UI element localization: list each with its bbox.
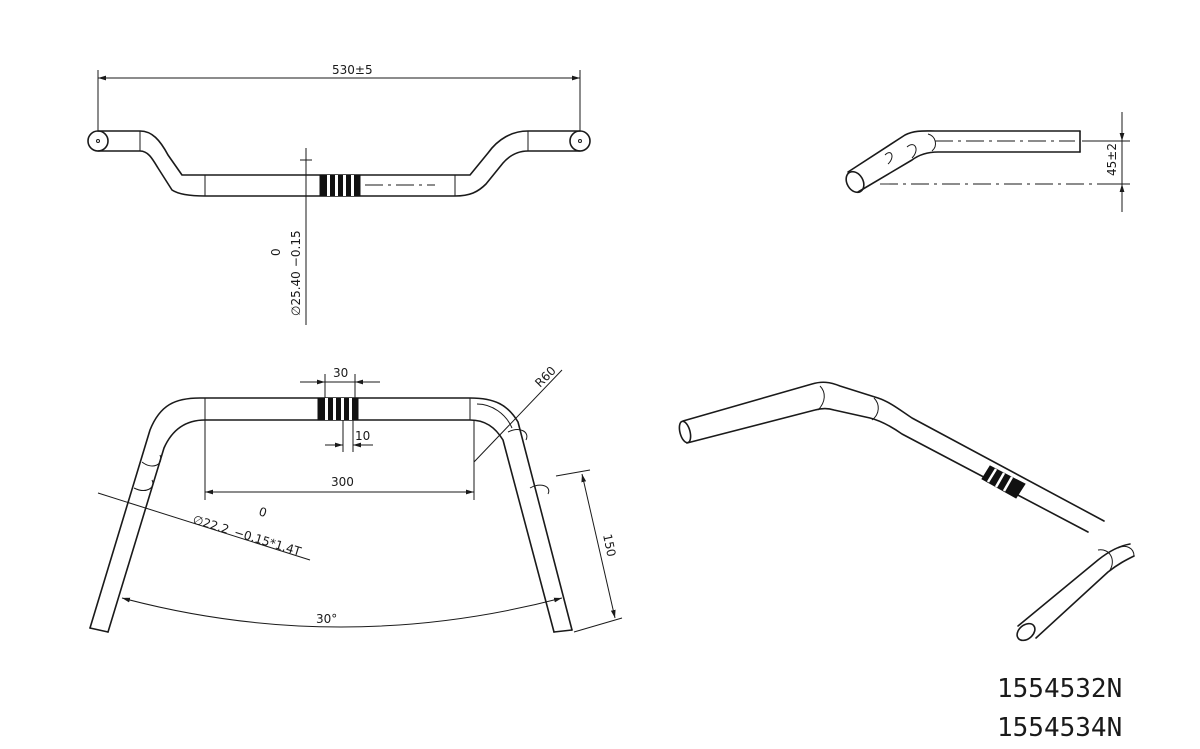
side-end-ellipse	[845, 170, 865, 194]
clamp-tol-upper: 0	[269, 248, 283, 256]
bend-radius-label: R60	[532, 364, 559, 391]
right-end-circle	[569, 130, 591, 152]
part-numbers: 1554532N 1554534N	[997, 674, 1122, 743]
side-view: 45±2	[845, 112, 1130, 212]
part-number-2: 1554534N	[997, 713, 1122, 743]
rise-label: 45±2	[1105, 143, 1119, 176]
center-knurl	[319, 174, 361, 197]
sweep-angle-label: 30°	[316, 612, 337, 626]
top-knurl	[317, 397, 359, 421]
left-end-circle	[87, 130, 109, 152]
overall-width-label: 530±5	[332, 63, 373, 77]
knurl-width-label: 30	[333, 366, 348, 380]
ring-width-label: 10	[355, 429, 370, 443]
iso-knurl	[981, 465, 1026, 499]
front-view: 530±5 ∅25.40−0.15 0	[87, 63, 591, 325]
grip-diameter-label: ∅22.2−0.15*1.4T	[191, 512, 303, 558]
top-view: 30 10 R60 300 150 ∅22.2−0.15*1.4T 0 30°	[89, 364, 623, 633]
drop-length-label: 150	[600, 533, 618, 558]
clamp-diameter-label: ∅25.40−0.15	[289, 230, 303, 316]
grip-tol-upper: 0	[257, 504, 268, 520]
flat-length-label: 300	[331, 475, 354, 489]
isometric-view	[678, 381, 1135, 642]
part-number-1: 1554532N	[997, 674, 1122, 704]
